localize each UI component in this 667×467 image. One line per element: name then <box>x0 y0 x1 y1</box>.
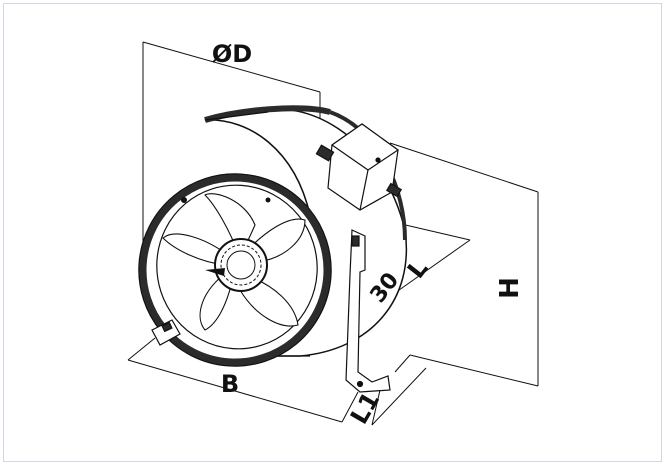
fan-blade <box>162 233 229 266</box>
width-dimension-line <box>127 359 343 423</box>
foot-extension-bottom <box>371 389 381 426</box>
mounting-bracket <box>151 229 391 393</box>
diameter-label: ØD <box>212 40 252 68</box>
mounting-foot-front <box>151 319 181 346</box>
diameter-dimension-line <box>142 41 321 93</box>
width-extension-left <box>127 337 156 361</box>
foot-dimension-line <box>371 367 427 426</box>
height-label: H <box>495 277 525 299</box>
fan-blade <box>199 275 233 331</box>
width-label: B <box>221 370 239 398</box>
terminal-box <box>315 123 403 211</box>
hub-clip <box>205 268 225 276</box>
height-extension-top <box>389 142 539 193</box>
width-extension-right <box>341 391 359 423</box>
housing-top-rim <box>204 105 331 123</box>
height-extension-bottom <box>409 354 539 387</box>
foot-extension-top <box>394 354 411 373</box>
motor-hub <box>181 197 271 292</box>
